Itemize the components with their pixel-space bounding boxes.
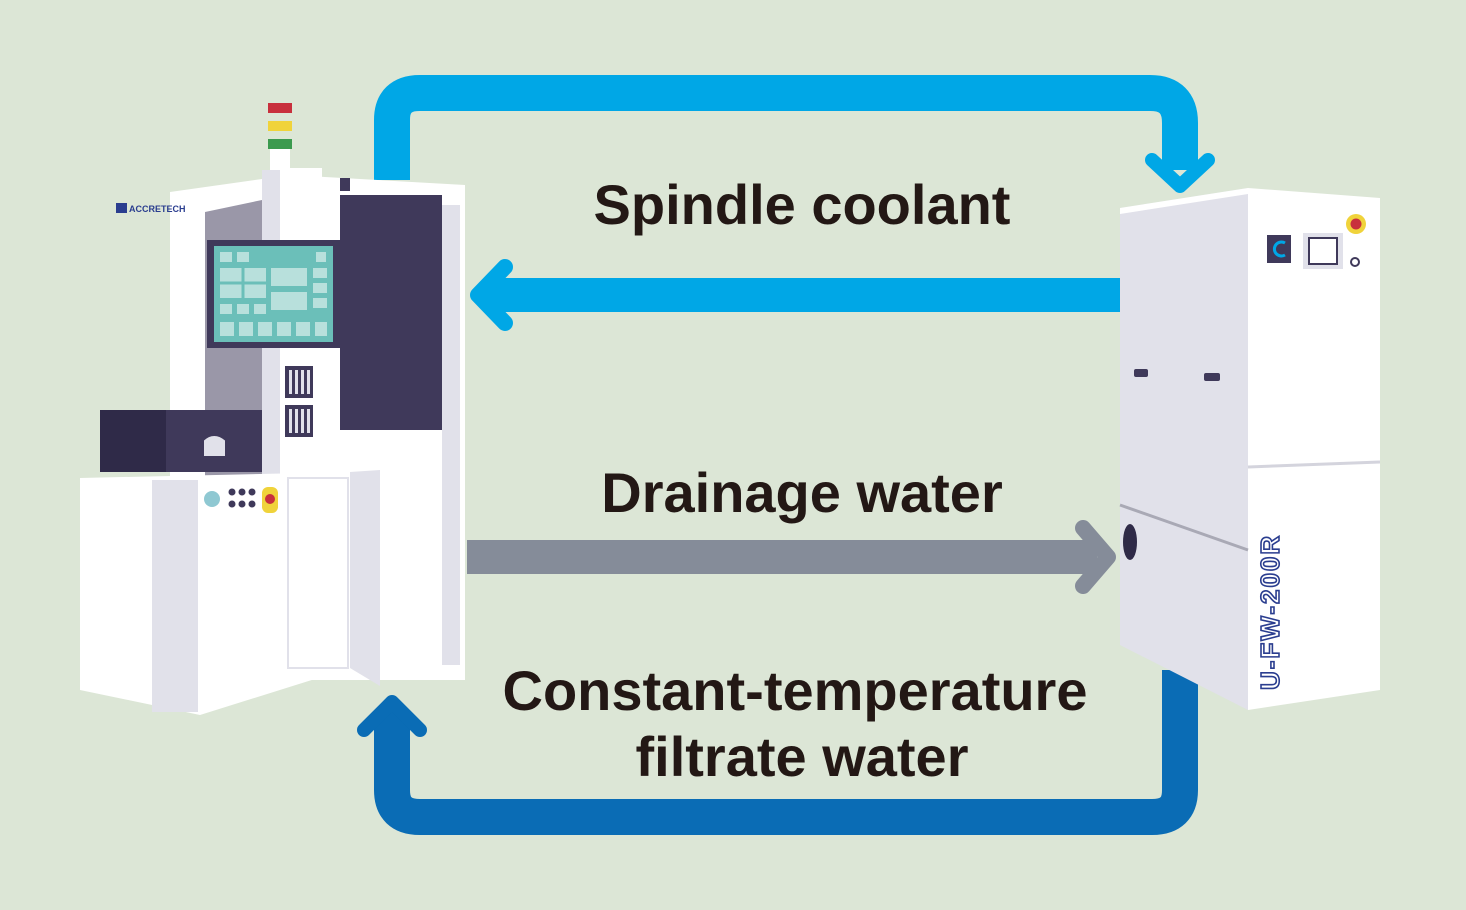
unit-logo-badge bbox=[1267, 235, 1291, 263]
base-door bbox=[287, 477, 349, 669]
machine-base bbox=[80, 472, 350, 715]
machine-indicator bbox=[340, 178, 350, 191]
front-handle-left bbox=[1134, 369, 1148, 377]
unit-emergency-stop bbox=[1350, 218, 1362, 230]
base-door-shade bbox=[350, 470, 380, 686]
drainage-right-arrowhead bbox=[1075, 520, 1116, 594]
brand-label: ACCRETECH bbox=[129, 204, 186, 214]
unit-side-face bbox=[1248, 188, 1380, 710]
unit-top-edge bbox=[1120, 188, 1248, 214]
drainage-water-pipe bbox=[467, 540, 1097, 574]
filtrate-water-label-line2: filtrate water bbox=[636, 725, 969, 788]
control-button-grid bbox=[228, 488, 256, 508]
unit-logo-icon bbox=[1272, 240, 1286, 258]
side-divider bbox=[1247, 460, 1381, 469]
signal-tower-green bbox=[268, 139, 292, 149]
filtrate-bottom-loop-pipe bbox=[374, 670, 1198, 835]
machine-dark-window bbox=[340, 195, 442, 430]
signal-tower-pole bbox=[270, 149, 290, 173]
unit-display bbox=[1308, 237, 1338, 265]
brand-logo-mark bbox=[116, 203, 127, 213]
signal-tower-red bbox=[268, 103, 292, 113]
unit-key-switch bbox=[1350, 257, 1360, 267]
spindle-coolant-return-pipe bbox=[488, 278, 1120, 312]
control-dial bbox=[204, 491, 220, 507]
front-divider bbox=[1119, 503, 1249, 552]
spindle-coolant-left-arrowhead bbox=[470, 259, 513, 331]
filtrate-up-arrowhead bbox=[357, 695, 427, 737]
model-label: U-FW-200R bbox=[1255, 534, 1285, 690]
unit-front-face bbox=[1120, 188, 1248, 710]
drain-inlet-port bbox=[1123, 524, 1137, 560]
processing-machine: ACCRETECH bbox=[80, 103, 465, 715]
loader-handle-icon bbox=[202, 434, 227, 458]
emergency-stop-button bbox=[265, 494, 275, 504]
spindle-coolant-down-arrowhead bbox=[1145, 153, 1215, 193]
spindle-coolant-label: Spindle coolant bbox=[594, 173, 1011, 236]
signal-tower-yellow bbox=[268, 121, 292, 131]
spindle-coolant-top-loop-pipe bbox=[374, 75, 1198, 180]
filtrate-water-label-line1: Constant-temperature bbox=[503, 659, 1088, 722]
machine-side-shade bbox=[442, 205, 460, 665]
filtration-unit: U-FW-200R bbox=[1119, 188, 1381, 710]
front-handle-right bbox=[1204, 373, 1220, 381]
base-side-shade bbox=[152, 480, 198, 712]
drainage-water-label: Drainage water bbox=[601, 461, 1003, 524]
